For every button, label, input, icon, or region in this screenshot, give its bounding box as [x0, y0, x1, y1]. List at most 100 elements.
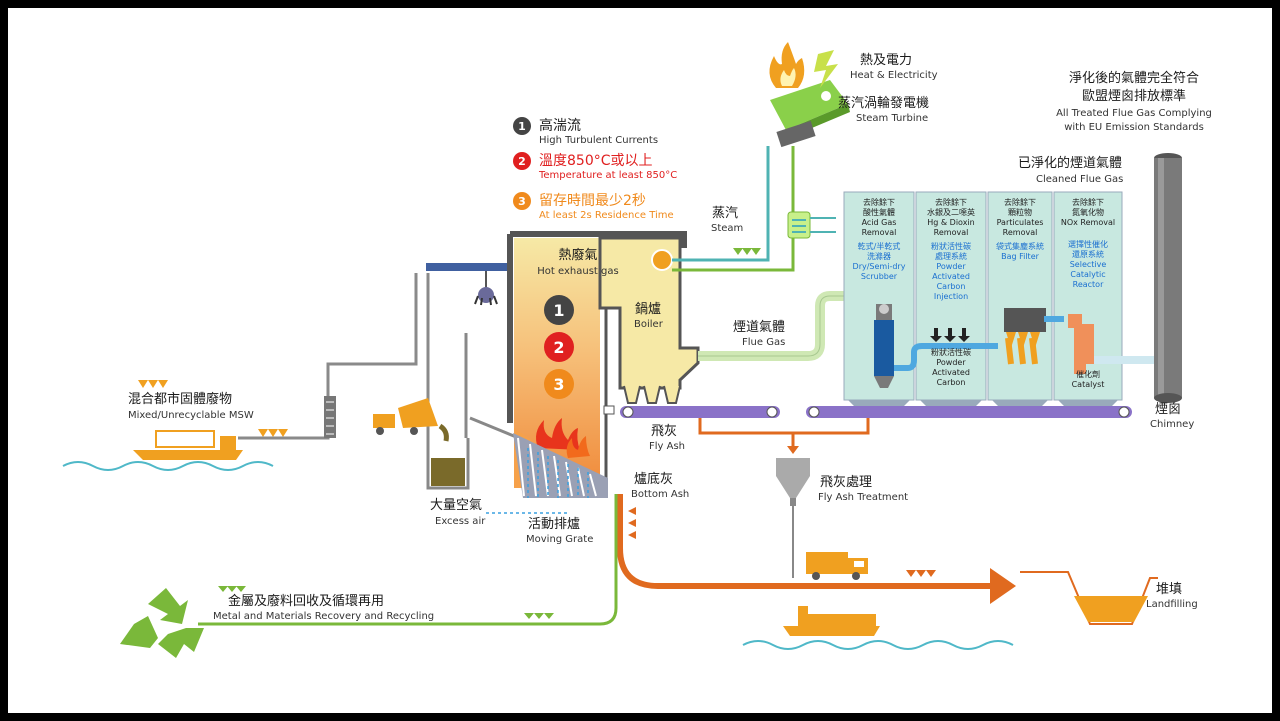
hot-gas-label-en: Hot exhaust gas: [537, 266, 619, 277]
unit-acid-gas-h2: 酸性氣體: [863, 208, 895, 217]
condition-2-en: Temperature at least 850°C: [539, 170, 678, 181]
recycling-label-en: Metal and Materials Recovery and Recycli…: [213, 611, 435, 622]
catalyst-label: 催化劑 Catalyst: [1058, 370, 1118, 390]
diagram-graphics: [8, 8, 1272, 713]
unit-hg-dioxin: 去除餘下 水銀及二噁英 Hg & Dioxin Removal 粉狀活性碳 處理…: [916, 198, 986, 302]
pac-label: 粉狀活性碳 Powder Activated Carbon: [916, 348, 986, 388]
unit-nox-e1: NOx Removal: [1060, 218, 1116, 227]
recycle-line: [198, 494, 618, 626]
cleaned-gas-label-zh: 已淨化的煙道氣體: [1018, 156, 1123, 171]
fly-ash-silo-icon: [776, 458, 810, 506]
unit-hg-dioxin-h2: 水銀及二噁英: [927, 208, 975, 217]
flame-icon: [769, 42, 805, 88]
title-block: 先進焚化技術 – 流程圖 Modern Incineration Technol…: [124, 55, 486, 142]
recycle-icon: [120, 588, 204, 658]
boiler-body: [598, 236, 700, 390]
barge-bottom-icon: [783, 606, 880, 636]
landfill-label-en: Landfilling: [1146, 599, 1198, 610]
condition-3-en: At least 2s Residence Time: [539, 210, 674, 221]
bottom-ash-arrows: [628, 507, 936, 577]
steam-label-zh: 蒸汽: [712, 206, 739, 221]
unit-nox-h2: 氮氧化物: [1072, 208, 1104, 217]
catalyst-label-en: Catalyst: [1071, 380, 1105, 389]
unit-nox-z1: 選擇性催化: [1068, 240, 1108, 249]
grab-bucket-icon: [474, 287, 498, 306]
unit-hg-dioxin-b1: Powder: [936, 262, 966, 271]
unit-particulates-z1: 袋式集塵系統: [996, 242, 1044, 251]
eu-compliance-zh-1: 淨化後的氣體完全符合: [1068, 71, 1199, 86]
furnace-zone-2: 2: [544, 332, 574, 362]
waste-bunker: [426, 333, 470, 490]
water-waves-bottom: [742, 640, 1014, 650]
barge-left-icon: [133, 430, 243, 460]
condensate-line: [672, 146, 795, 272]
fly-ash-line: [698, 418, 870, 448]
condition-3: 3 留存時間最少2秒 At least 2s Residence Time: [513, 190, 674, 221]
unit-particulates-h1: 去除餘下: [1004, 198, 1036, 207]
water-waves-left: [62, 461, 274, 471]
unit-particulates: 去除餘下 顆粒物 Particulates Removal 袋式集塵系統 Bag…: [988, 198, 1052, 262]
steam-arrows: [733, 248, 761, 255]
moving-grate: [513, 433, 608, 498]
excess-air-label-zh: 大量空氣: [430, 498, 483, 513]
eu-compliance-en-1: All Treated Flue Gas Complying: [1056, 108, 1212, 119]
catalyst-label-zh: 催化劑: [1076, 370, 1100, 379]
heat-label-en: Heat & Electricity: [850, 70, 938, 81]
eu-compliance-en-2: with EU Emission Standards: [1064, 122, 1204, 133]
unit-acid-gas-z1: 乾式/半乾式: [857, 242, 901, 251]
bottom-ash-label-en: Bottom Ash: [631, 489, 690, 500]
condition-3-number: 3: [513, 192, 531, 210]
unit-hg-dioxin-z2: 處理系統: [935, 252, 967, 261]
pac-label-en2: Activated: [932, 368, 970, 377]
title-en-line2: Process Flow Diagram: [124, 115, 374, 140]
unit-acid-gas-h1: 去除餘下: [863, 198, 895, 207]
bottom-ash-label-zh: 爐底灰: [634, 472, 674, 487]
treatment-hoppers: [848, 400, 1118, 406]
dump-truck-icon: [373, 398, 449, 442]
pac-label-en1: Powder: [936, 358, 966, 367]
crane-tower: [324, 396, 336, 438]
lightning-icon: [814, 50, 838, 88]
steam-line: [672, 146, 770, 262]
unit-hg-dioxin-b2: Activated: [932, 272, 970, 281]
recycle-arrows: [218, 586, 554, 619]
flue-gas-label-zh: 煙道氣體: [733, 320, 786, 335]
title-en-line1: Modern Incineration Technology: [124, 88, 487, 113]
scr-reactor-icon: [1068, 314, 1160, 374]
title-background: [8, 8, 478, 173]
boiler-label-en: Boiler: [634, 319, 663, 330]
condition-1: 1 高湍流 High Turbulent Currents: [513, 115, 658, 146]
condition-1-en: High Turbulent Currents: [539, 135, 659, 146]
fly-ash-treatment-label-en: Fly Ash Treatment: [818, 492, 909, 503]
cleaned-gas-label-en: Cleaned Flue Gas: [1036, 174, 1124, 185]
chimney-label-en: Chimney: [1150, 419, 1195, 430]
unit-particulates-b1: Bag Filter: [1001, 252, 1039, 261]
unit-nox-h1: 去除餘下: [1072, 198, 1104, 207]
recycling-label-zh: 金屬及廢料回收及循環再用: [228, 594, 385, 609]
garbage-truck-icon: [806, 552, 868, 580]
unit-acid-gas-b1: Dry/Semi-dry: [852, 262, 906, 271]
unit-particulates-e1: Particulates: [996, 218, 1044, 227]
condition-2: 2 溫度850°C或以上 Temperature at least 850°C: [513, 150, 677, 181]
landfill-icon: [1020, 571, 1158, 625]
steam-label-en: Steam: [711, 223, 744, 234]
unit-nox-b2: Catalytic: [1070, 270, 1106, 279]
unit-hg-dioxin-b4: Injection: [933, 292, 969, 301]
furnace-zone-1: 1: [544, 295, 574, 325]
bag-filter-icon: [1004, 308, 1064, 365]
condition-1-zh: 高湍流: [539, 118, 581, 134]
ash-damper: [603, 405, 615, 415]
unit-particulates-h2: 顆粒物: [1008, 208, 1032, 217]
unit-acid-gas-e2: Removal: [861, 228, 897, 237]
conveyor-belts: [620, 406, 1132, 418]
landfill-label-zh: 堆填: [1156, 582, 1183, 597]
unit-acid-gas: 去除餘下 酸性氣體 Acid Gas Removal 乾式/半乾式 洗滌器 Dr…: [844, 198, 914, 282]
unit-acid-gas-e1: Acid Gas: [861, 218, 897, 227]
pac-label-zh: 粉狀活性碳: [931, 348, 971, 357]
unit-hg-dioxin-b3: Carbon: [936, 282, 966, 291]
unit-nox-b3: Reactor: [1072, 280, 1104, 289]
chimney-icon: [1154, 153, 1182, 403]
scrubber-icon: [874, 304, 894, 388]
unit-nox-b1: Selective: [1069, 260, 1107, 269]
turbine-label-zh: 蒸汽渦輪發電機: [838, 96, 930, 111]
